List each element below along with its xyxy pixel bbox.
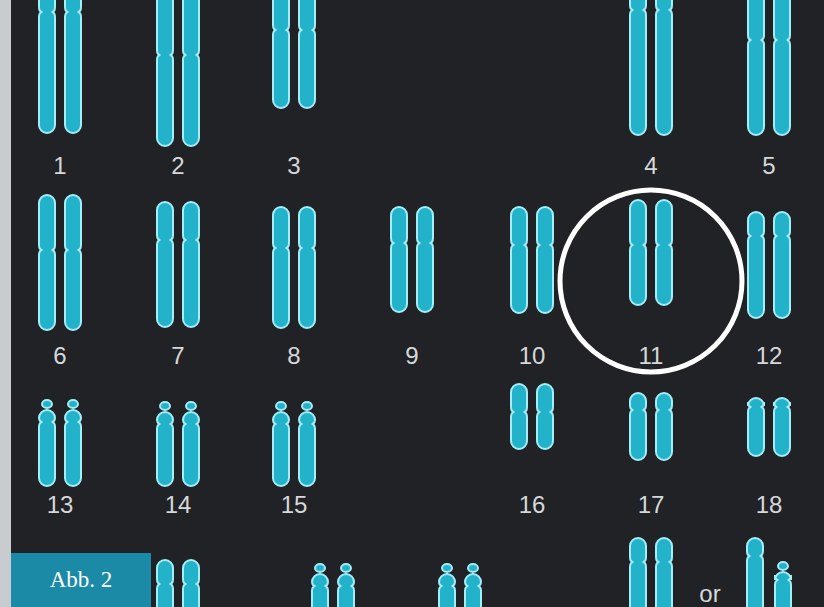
chromosome-satellite (186, 402, 196, 410)
chromosome (630, 0, 646, 135)
chromosome (774, 212, 790, 318)
chromosome (65, 0, 81, 133)
chromosome (299, 412, 315, 486)
chromosome (273, 0, 289, 108)
chromosome (273, 207, 289, 328)
chromosome (299, 0, 315, 108)
chromosome (630, 393, 646, 460)
chromosome-number: 6 (53, 342, 66, 370)
figure-label: Abb. 2 (50, 567, 113, 593)
chromosome (39, 195, 55, 330)
chromosome-number: 3 (287, 152, 300, 180)
chromosome (183, 560, 199, 607)
chromosome-number: 14 (165, 491, 192, 519)
chromosome-satellite (315, 564, 325, 572)
chromosome-number: 10 (519, 342, 546, 370)
chromosome (748, 0, 764, 135)
chromosome (537, 384, 553, 449)
chromosome (157, 0, 173, 146)
chromosome-number: 5 (762, 152, 775, 180)
chromosome (65, 410, 81, 486)
chromosome (39, 410, 55, 486)
chromosome-number: 9 (405, 342, 418, 370)
chromosome (39, 0, 55, 133)
chromosome-number: 18 (756, 491, 783, 519)
figure-tag: Abb. 2 (11, 553, 151, 607)
chromosome (312, 574, 328, 607)
chromosome (656, 393, 672, 460)
chromosome (183, 0, 199, 146)
chromosome (157, 412, 173, 486)
alternative-word: or (699, 580, 720, 607)
chromosome-number: 1 (53, 152, 66, 180)
chromosome (439, 574, 455, 607)
chromosome-satellite (276, 402, 286, 410)
chromosome-number: 11 (639, 342, 664, 370)
chromosome-satellite (42, 400, 52, 408)
chromosome-satellite (442, 564, 452, 572)
chromosome (537, 207, 553, 313)
chromosome-satellite (341, 564, 351, 572)
chromosome (157, 560, 173, 607)
chromosome-satellite (160, 402, 170, 410)
chromosome-satellite (778, 562, 788, 570)
chromosome (183, 202, 199, 327)
chromosome-number: 4 (644, 152, 657, 180)
highlight-circle (560, 190, 742, 372)
chromosome (338, 574, 354, 607)
chromosome (774, 398, 790, 456)
chromosome (465, 574, 481, 607)
chromosome-group (39, 0, 791, 607)
chromosome-number: 8 (287, 342, 300, 370)
chromosome (630, 200, 646, 305)
chromosome (630, 538, 646, 607)
side-strip (0, 0, 11, 607)
chromosome (299, 207, 315, 328)
chromosome (157, 202, 173, 327)
chromosome (748, 212, 764, 318)
chromosome (65, 195, 81, 330)
chromosome (656, 0, 672, 135)
chromosome-number: 12 (756, 342, 783, 370)
chromosome (775, 572, 791, 607)
chromosome (183, 412, 199, 486)
chromosome-number: 2 (171, 152, 184, 180)
chromosome-satellite (468, 564, 478, 572)
chromosome (748, 398, 764, 456)
chromosome-satellite (68, 400, 78, 408)
chromosome-number: 13 (47, 491, 74, 519)
chromosome-number: 15 (281, 491, 308, 519)
chromosome-number: 17 (638, 491, 665, 519)
chromosome (511, 207, 527, 313)
chromosome-number: 7 (171, 342, 184, 370)
chromosome (774, 0, 790, 135)
chromosome (656, 200, 672, 305)
chromosome-satellite (302, 402, 312, 410)
chromosome (417, 207, 433, 312)
chromosome (391, 207, 407, 312)
chromosome (747, 538, 763, 607)
chromosome-number: 16 (519, 491, 546, 519)
chromosome (273, 412, 289, 486)
chromosome (656, 538, 672, 607)
chromosome (511, 384, 527, 449)
